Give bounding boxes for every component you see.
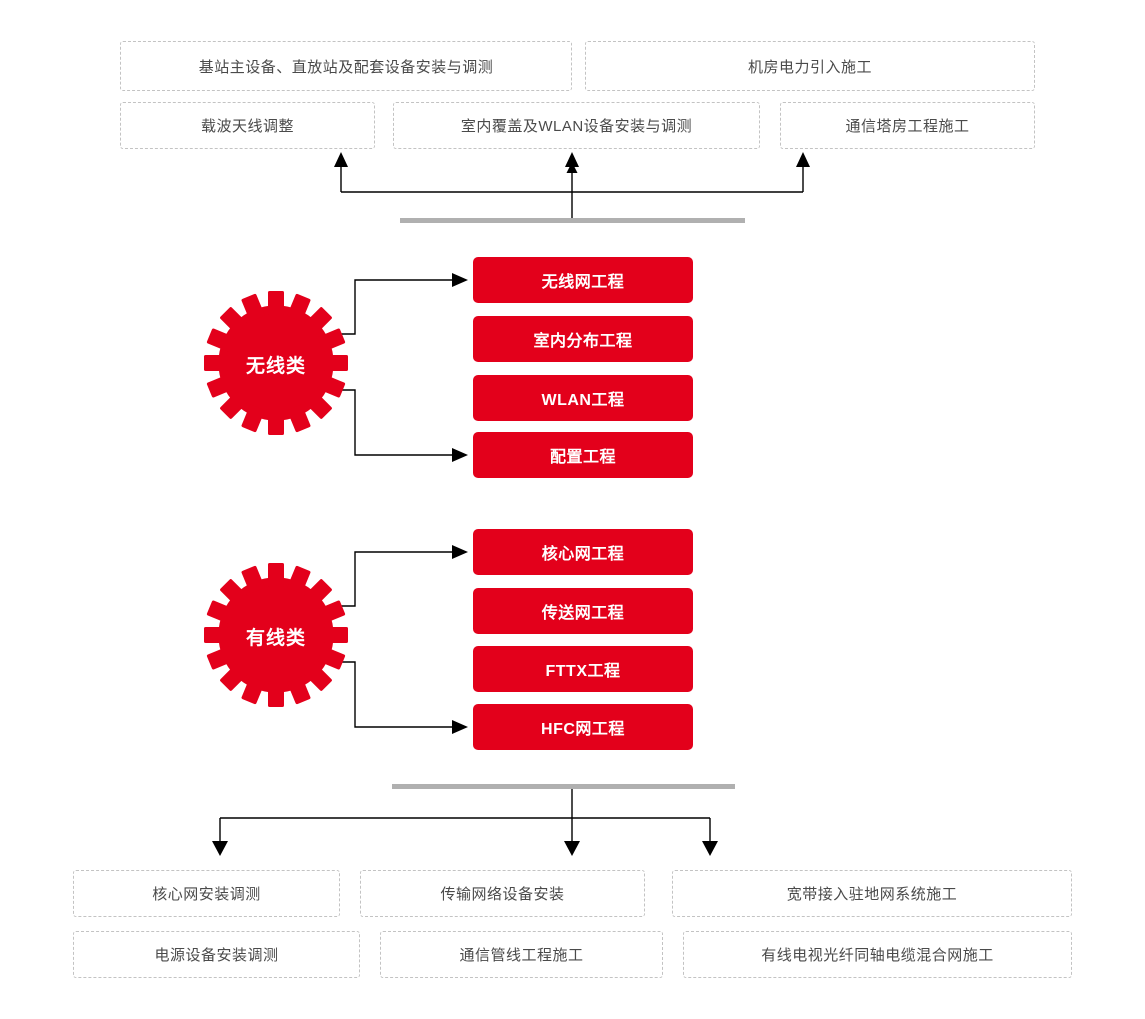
gear-wireless[interactable]: 无线类 xyxy=(196,283,356,443)
gear-icon xyxy=(204,563,348,707)
top-box-power-intro[interactable]: 机房电力引入施工 xyxy=(585,41,1035,91)
red-box-indoor-distribution[interactable]: 室内分布工程 xyxy=(473,316,693,362)
bottom-box-broadband-access[interactable]: 宽带接入驻地网系统施工 xyxy=(672,870,1072,917)
gear-wired[interactable]: 有线类 xyxy=(196,555,356,715)
red-box-label: FTTX工程 xyxy=(545,663,621,680)
red-box-wlan[interactable]: WLAN工程 xyxy=(473,375,693,421)
red-box-label: HFC网工程 xyxy=(541,721,625,738)
bottom-box-core-install[interactable]: 核心网安装调测 xyxy=(73,870,340,917)
bottom-box-label: 宽带接入驻地网系统施工 xyxy=(786,886,958,903)
red-box-label: 核心网工程 xyxy=(541,546,625,563)
bottom-box-pipeline[interactable]: 通信管线工程施工 xyxy=(380,931,663,978)
red-box-label: WLAN工程 xyxy=(541,392,625,409)
upper-divider-bar xyxy=(400,218,745,223)
top-box-label: 载波天线调整 xyxy=(200,118,294,135)
red-box-label: 室内分布工程 xyxy=(533,333,633,350)
red-box-transport-network[interactable]: 传送网工程 xyxy=(473,588,693,634)
bottom-box-label: 电源设备安装调测 xyxy=(154,947,279,964)
red-box-core-network[interactable]: 核心网工程 xyxy=(473,529,693,575)
bottom-box-power-equipment[interactable]: 电源设备安装调测 xyxy=(73,931,360,978)
top-box-label: 基站主设备、直放站及配套设备安装与调测 xyxy=(198,58,494,76)
arrow-right-wired-bottom xyxy=(452,720,468,734)
red-box-label: 传送网工程 xyxy=(541,605,625,622)
arrow-down-right xyxy=(702,841,718,856)
arrow-up-right xyxy=(796,152,810,167)
top-box-indoor-wlan[interactable]: 室内覆盖及WLAN设备安装与调测 xyxy=(393,102,760,149)
arrow-down-center xyxy=(564,841,580,856)
arrow-right-wireless-bottom xyxy=(452,448,468,462)
arrow-down-left xyxy=(212,841,228,856)
red-box-label: 无线网工程 xyxy=(541,274,625,291)
arrow-right-wireless-top xyxy=(452,273,468,287)
top-box-carrier-antenna[interactable]: 载波天线调整 xyxy=(120,102,375,149)
red-box-hfc[interactable]: HFC网工程 xyxy=(473,704,693,750)
gear-icon xyxy=(204,291,348,435)
top-box-base-station[interactable]: 基站主设备、直放站及配套设备安装与调测 xyxy=(120,41,572,91)
bottom-box-label: 通信管线工程施工 xyxy=(459,947,584,964)
top-box-label: 通信塔房工程施工 xyxy=(845,118,970,135)
arrow-up-left xyxy=(334,152,348,167)
red-box-configuration[interactable]: 配置工程 xyxy=(473,432,693,478)
red-box-wireless-network[interactable]: 无线网工程 xyxy=(473,257,693,303)
top-box-label: 室内覆盖及WLAN设备安装与调测 xyxy=(460,118,693,135)
top-box-tower-room[interactable]: 通信塔房工程施工 xyxy=(780,102,1035,149)
bottom-box-label: 传输网络设备安装 xyxy=(440,886,565,903)
bottom-box-label: 有线电视光纤同轴电缆混合网施工 xyxy=(761,947,994,964)
bottom-box-transmission-equipment[interactable]: 传输网络设备安装 xyxy=(360,870,645,917)
red-box-label: 配置工程 xyxy=(549,449,616,466)
arrow-up-center xyxy=(565,152,579,167)
lower-divider-bar xyxy=(392,784,735,789)
bottom-box-label: 核心网安装调测 xyxy=(152,886,261,903)
bottom-box-catv-hfc[interactable]: 有线电视光纤同轴电缆混合网施工 xyxy=(683,931,1072,978)
arrow-right-wired-top xyxy=(452,545,468,559)
top-box-label: 机房电力引入施工 xyxy=(747,58,872,76)
red-box-fttx[interactable]: FTTX工程 xyxy=(473,646,693,692)
